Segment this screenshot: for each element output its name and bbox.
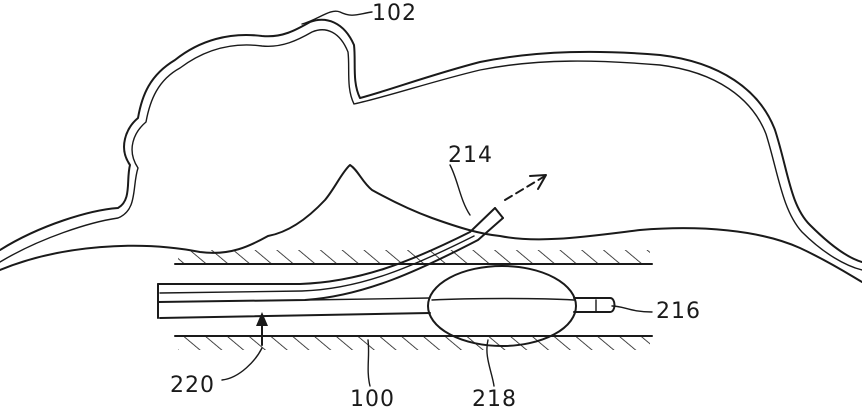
- direction-arrow: [505, 175, 546, 200]
- label-100: 100: [350, 387, 395, 412]
- body-outline: [0, 20, 862, 270]
- label-216: 216: [656, 299, 701, 324]
- label-102: 102: [372, 1, 417, 26]
- catheter-tip: [574, 298, 615, 312]
- label-220: 220: [170, 373, 215, 398]
- vessel-wall-bottom: [175, 336, 652, 350]
- label-214: 214: [448, 143, 493, 168]
- balloon: [428, 266, 576, 346]
- leader-lines: [222, 11, 652, 386]
- label-218: 218: [472, 387, 517, 412]
